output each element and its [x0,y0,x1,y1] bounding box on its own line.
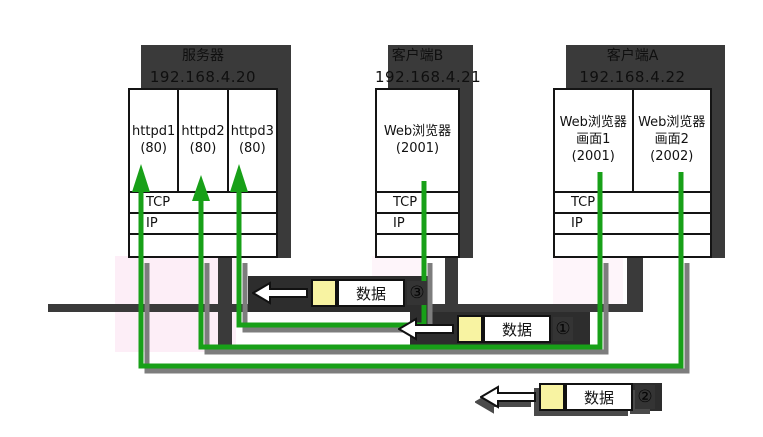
client-b-physical-layer-row [377,233,458,256]
host-client-a: 客户端A 192.168.4.22 Web浏览器 画面1 (2001) Web浏… [553,45,725,258]
packet-data-label: 数据 [337,279,405,307]
host-client-a-title: 客户端A [606,48,659,64]
client-b-network-leg [445,258,458,314]
process-httpd1-port: (80) [140,140,167,156]
host-server: 服务器 192.168.4.20 httpd1 (80) httpd2 (80)… [128,45,291,258]
client-a-process-row: Web浏览器 画面1 (2001) Web浏览器 画面2 (2002) [555,90,710,191]
host-server-ip: 192.168.4.20 [149,67,257,86]
packet-direction-arrow-icon [480,385,536,409]
packet-data-label: 数据 [565,383,633,411]
process-httpd3: httpd3 (80) [226,90,276,191]
process-browser-screen2-screen: 画面2 [654,132,689,148]
packet-2: 数据 ② [480,383,655,411]
host-client-a-box: Web浏览器 画面1 (2001) Web浏览器 画面2 (2002) TCP … [553,88,712,258]
packet-number-badge: ① [553,317,573,341]
process-web-browser-port: (2001) [395,140,440,156]
process-web-browser: Web浏览器 (2001) [377,90,458,191]
client-a-tcp-layer-row: TCP [555,191,710,212]
host-client-b-ip: 192.168.4.21 [375,67,482,86]
client-a-under-shade [553,256,623,304]
client-b-process-row: Web浏览器 (2001) [377,90,458,191]
server-process-row: httpd1 (80) httpd2 (80) httpd3 (80) [130,90,276,191]
process-browser-screen2-name: Web浏览器 [638,115,706,131]
server-tcp-layer-row: TCP [130,191,276,212]
process-browser-screen1-name: Web浏览器 [559,115,627,131]
process-httpd2-name: httpd2 [181,123,225,139]
packet-data-label: 数据 [483,315,551,343]
process-browser-screen1: Web浏览器 画面1 (2001) [555,90,632,191]
packet-3: 数据 ③ [252,279,427,307]
packet-direction-arrow-icon [398,317,454,341]
process-browser-screen2: Web浏览器 画面2 (2002) [631,90,711,191]
server-physical-layer-row [130,233,276,256]
host-client-b-label: 客户端B 192.168.4.21 [375,47,482,88]
host-client-b-title: 客户端B [391,48,444,64]
packet-direction-arrow-icon [252,281,308,305]
process-httpd1: httpd1 (80) [130,90,177,191]
host-server-box: httpd1 (80) httpd2 (80) httpd3 (80) TCP … [128,88,278,258]
client-a-ip-layer-row: IP [555,212,710,233]
host-client-a-ip: 192.168.4.22 [579,67,686,86]
process-web-browser-name: Web浏览器 [383,123,452,139]
host-client-b-box: Web浏览器 (2001) TCP IP [375,88,460,258]
process-httpd3-name: httpd3 [230,123,274,139]
host-client-b: 客户端B 192.168.4.21 Web浏览器 (2001) TCP IP [375,45,482,258]
packet-number-badge: ② [635,385,655,409]
client-b-ip-layer-row: IP [377,212,458,233]
process-httpd1-name: httpd1 [132,123,176,139]
process-httpd3-port: (80) [238,140,266,156]
host-server-label: 服务器 192.168.4.20 [128,47,278,88]
process-browser-screen2-port: (2002) [650,148,694,164]
process-browser-screen1-port: (2001) [571,148,615,164]
packet-number-badge: ③ [407,281,427,305]
packet-header-box [457,315,483,343]
packet-header-box [539,383,565,411]
host-server-title: 服务器 [182,48,224,64]
client-b-tcp-layer-row: TCP [377,191,458,212]
client-a-physical-layer-row [555,233,710,256]
process-httpd2: httpd2 (80) [177,90,226,191]
packet-header-box [311,279,337,307]
client-a-network-leg [627,258,643,312]
host-client-a-label: 客户端A 192.168.4.22 [553,47,712,88]
server-network-leg [218,258,232,350]
process-httpd2-port: (80) [189,140,217,156]
process-browser-screen1-screen: 画面1 [576,132,611,148]
server-ip-layer-row: IP [130,212,276,233]
packet-1: 数据 ① [398,315,573,343]
